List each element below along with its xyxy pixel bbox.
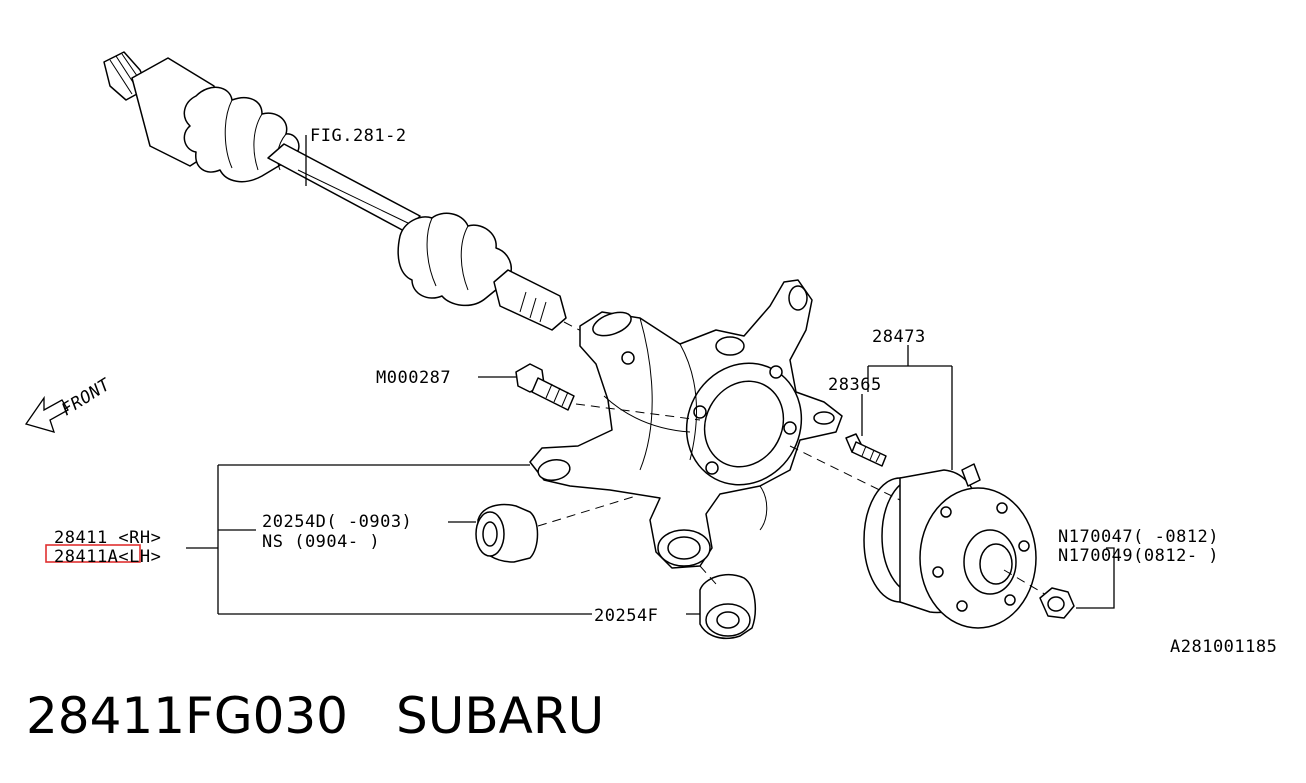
label-nut-n170049[interactable]: N170049(0812- ) — [1058, 546, 1219, 566]
label-nut-n170047[interactable]: N170047( -0812) — [1058, 527, 1219, 547]
brand-name: SUBARU — [396, 687, 605, 745]
leader-lines — [186, 135, 1115, 615]
label-bushing-20254f[interactable]: 20254F — [594, 606, 658, 626]
parts-diagram: FIG.281-2 FRONT M000287 28473 28365 2025… — [24, 51, 1277, 657]
label-drawing-number: A281001185 — [1170, 637, 1277, 657]
drive-shaft[interactable] — [103, 51, 567, 331]
label-bolt-m000287[interactable]: M000287 — [376, 368, 451, 388]
front-arrow-icon — [24, 395, 69, 433]
flange-nut[interactable] — [1039, 587, 1075, 619]
label-hub-assy-28473[interactable]: 28473 — [872, 327, 926, 347]
bushing-20254d[interactable] — [475, 503, 539, 563]
label-housing-rh[interactable]: 28411 <RH> — [54, 528, 161, 548]
label-bushing-ns: NS (0904- ) — [262, 532, 380, 552]
label-hub-bolt-28365[interactable]: 28365 — [828, 375, 882, 395]
label-fig-ref[interactable]: FIG.281-2 — [310, 126, 407, 146]
label-housing-lh[interactable]: 28411A<LH> — [54, 547, 161, 567]
hub-bolt-28365[interactable] — [845, 433, 887, 467]
hub-assembly-28473[interactable] — [863, 463, 1037, 629]
highlight-box — [45, 544, 141, 563]
label-front: FRONT — [58, 374, 115, 420]
part-number: 28411FG030 — [26, 687, 348, 745]
footer-caption: 28411FG030 SUBARU — [26, 686, 604, 746]
label-bushing-20254d[interactable]: 20254D( -0903) — [262, 512, 412, 532]
rear-knuckle-housing[interactable] — [529, 279, 843, 569]
bolt-m000287[interactable] — [515, 363, 575, 411]
bushing-20254f[interactable] — [699, 574, 757, 640]
